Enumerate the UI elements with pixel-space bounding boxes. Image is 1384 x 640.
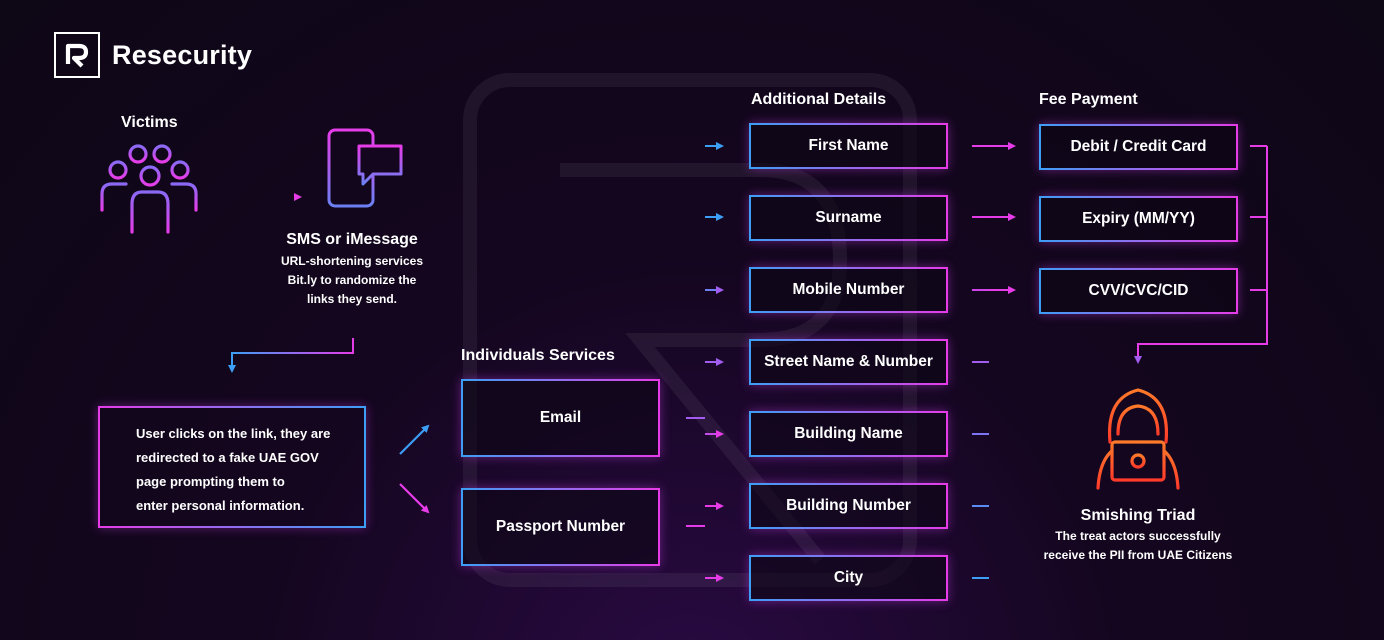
- resecurity-logo-icon: [65, 43, 89, 68]
- user-click-line: redirected to a fake UAE GOV: [136, 450, 319, 465]
- hacker-icon: [1096, 388, 1180, 490]
- user-click-line: page prompting them to: [136, 474, 285, 489]
- sms-line: links they send.: [306, 292, 398, 306]
- detail-first-name: First Name: [749, 123, 948, 169]
- user-click-box: User clicks on the link, they are redire…: [98, 406, 366, 528]
- individual-services-heading: Individuals Services: [461, 347, 615, 364]
- user-click-line: enter personal information.: [136, 498, 305, 513]
- victims-group-icon: [100, 144, 198, 250]
- sms-line: URL-shortening services: [280, 254, 424, 268]
- triad-line: receive the PII from UAE Citizens: [1043, 548, 1233, 562]
- victims-label: Victims: [121, 114, 178, 131]
- triad-line: The treat actors successfully: [1055, 529, 1221, 543]
- sms-line: Bit.ly to randomize the: [287, 273, 417, 287]
- phone-message-icon: [327, 128, 403, 208]
- detail-street-name-number: Street Name & Number: [749, 339, 948, 385]
- user-click-line: User clicks on the link, they are: [136, 426, 331, 441]
- brand-logo: [54, 32, 100, 78]
- fee-cvv: CVV/CVC/CID: [1039, 268, 1238, 314]
- service-email: Email: [461, 379, 660, 457]
- triad-description: The treat actors successfully receive th…: [1018, 527, 1258, 565]
- brand-name: Resecurity: [112, 40, 253, 70]
- fee-debit-credit-card: Debit / Credit Card: [1039, 124, 1238, 170]
- service-passport-number: Passport Number: [461, 488, 660, 566]
- sms-description: URL-shortening services Bit.ly to random…: [252, 252, 452, 309]
- additional-details-heading: Additional Details: [751, 91, 887, 108]
- detail-mobile-number: Mobile Number: [749, 267, 948, 313]
- detail-building-name: Building Name: [749, 411, 948, 457]
- detail-city: City: [749, 555, 948, 601]
- detail-building-number: Building Number: [749, 483, 948, 529]
- fee-expiry: Expiry (MM/YY): [1039, 196, 1238, 242]
- triad-title: Smishing Triad: [1080, 507, 1196, 524]
- sms-title: SMS or iMessage: [286, 231, 418, 248]
- detail-surname: Surname: [749, 195, 948, 241]
- fee-payment-heading: Fee Payment: [1039, 91, 1138, 108]
